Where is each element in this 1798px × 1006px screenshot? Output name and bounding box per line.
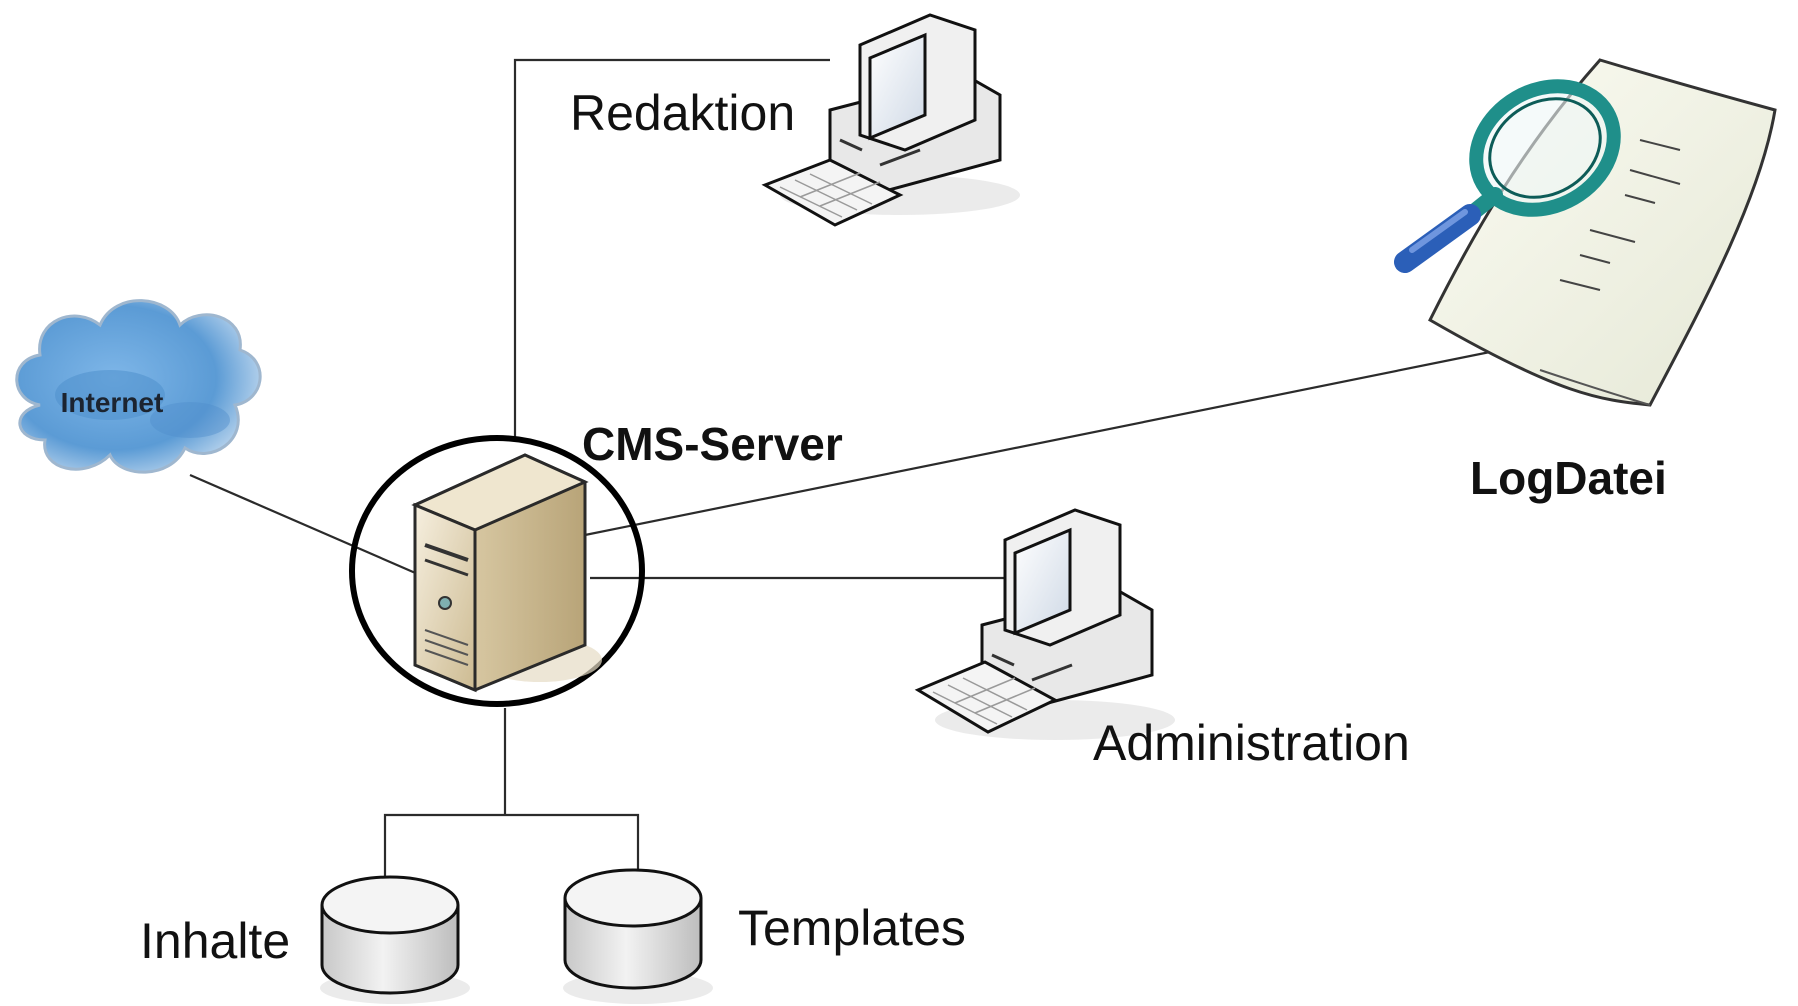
database-cylinder-icon xyxy=(320,875,470,1004)
line-server-logdatei xyxy=(584,350,1491,537)
cms-server-label: CMS-Server xyxy=(582,418,843,470)
line-storage-bus xyxy=(383,813,640,900)
administration-label: Administration xyxy=(1093,715,1410,771)
administration-node: Administration xyxy=(914,508,1410,771)
server-highlight-circle xyxy=(349,435,645,707)
redaktion-label: Redaktion xyxy=(570,85,795,141)
inhalte-node: Inhalte xyxy=(140,875,470,1004)
logdatei-node: LogDatei xyxy=(1394,58,1777,504)
internet-node: Internet xyxy=(15,299,262,474)
line-internet-server xyxy=(189,473,421,577)
database-cylinder-icon xyxy=(563,868,713,1004)
redaktion-node: Redaktion xyxy=(570,13,1020,227)
templates-label: Templates xyxy=(738,900,966,956)
templates-node: Templates xyxy=(563,868,966,1004)
line-server-redaktion xyxy=(513,58,830,440)
internet-label: Internet xyxy=(61,387,164,418)
connection-lines xyxy=(189,58,1491,900)
server-tower-icon xyxy=(411,453,602,693)
logdatei-label: LogDatei xyxy=(1470,452,1667,504)
magnifier-document-icon xyxy=(1394,58,1777,407)
cms-server-node: CMS-Server xyxy=(349,418,843,707)
inhalte-label: Inhalte xyxy=(140,913,290,969)
cloud-icon xyxy=(15,299,262,474)
desktop-computer-icon xyxy=(914,508,1175,740)
desktop-computer-icon xyxy=(761,13,1020,227)
